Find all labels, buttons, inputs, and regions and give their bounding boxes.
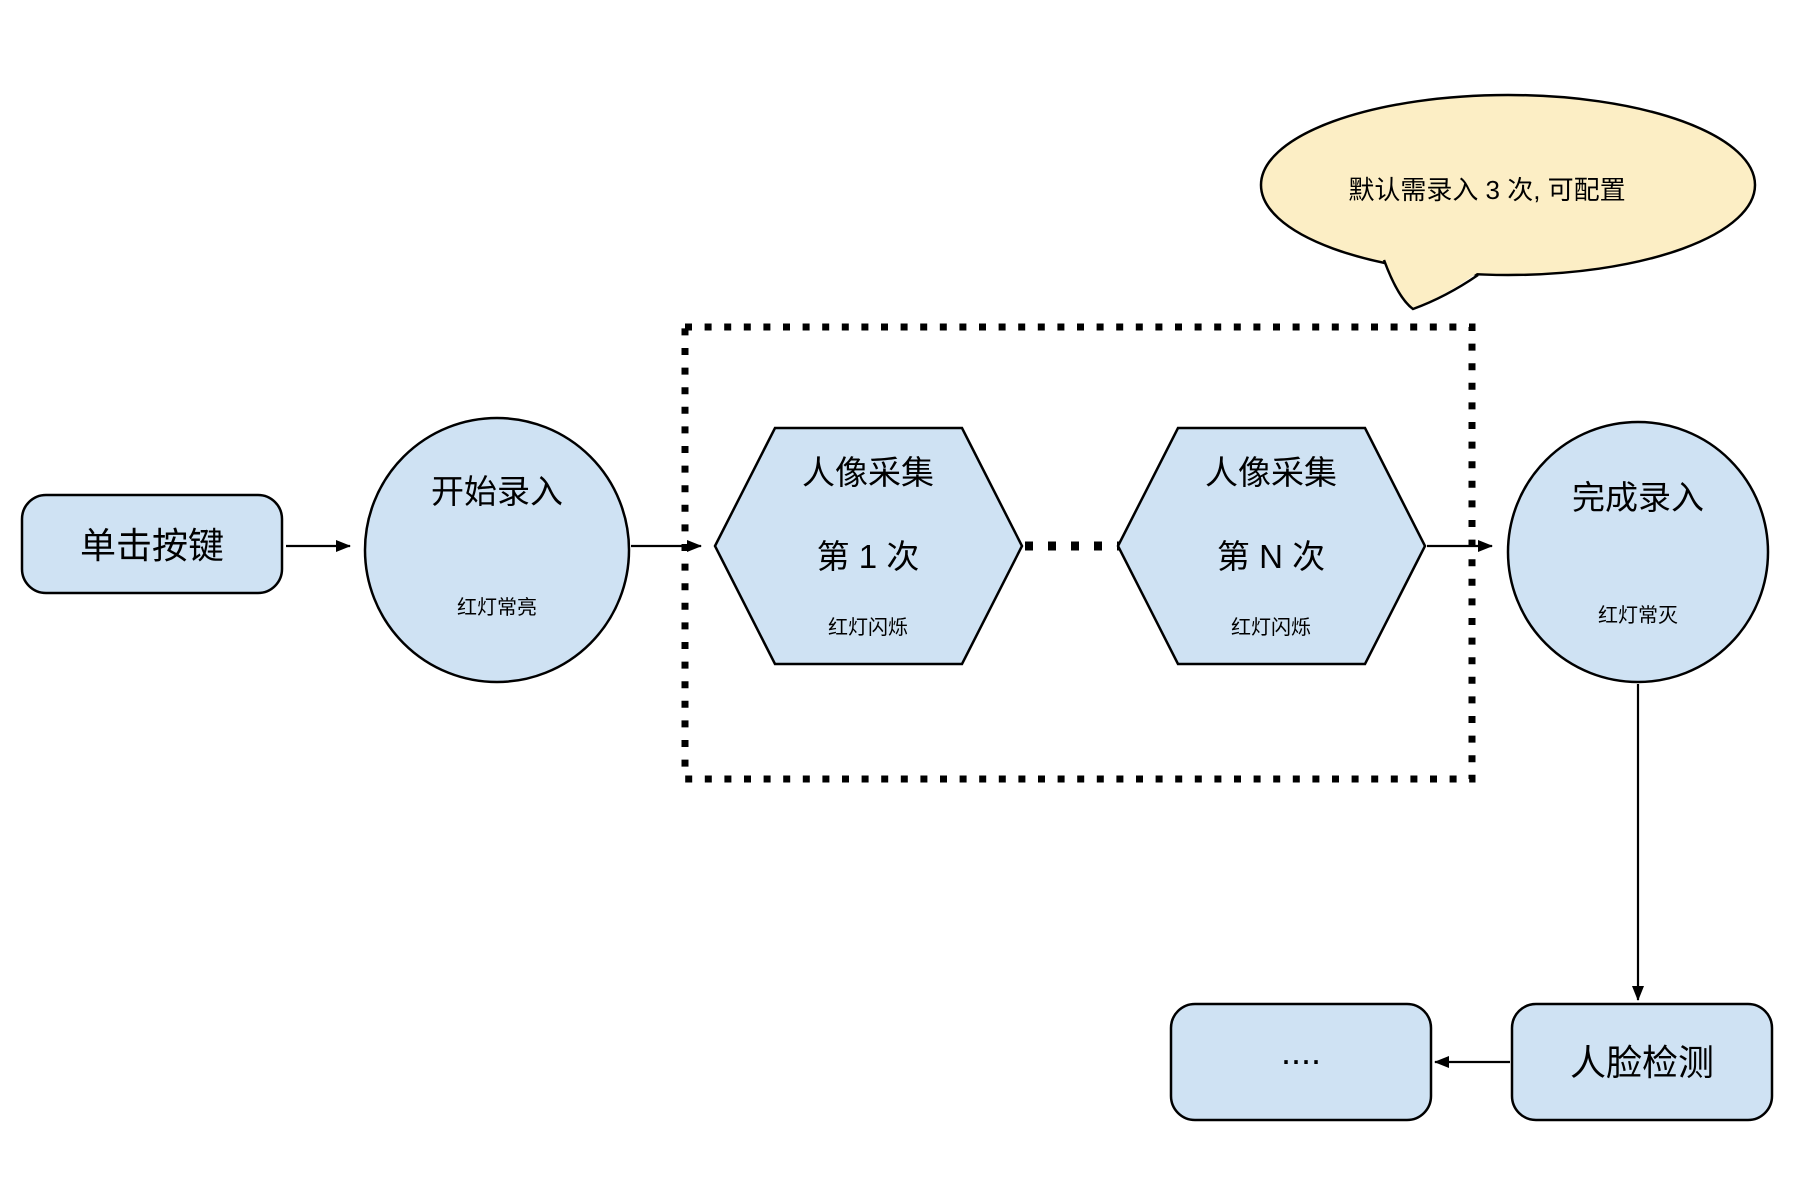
callout-bubble: 默认需录入 3 次, 可配置 (1259, 93, 1757, 311)
next-steps-label: .... (1281, 1031, 1321, 1072)
capture-n-shape (1116, 426, 1427, 666)
capture-n-node: 人像采集 第 N 次 红灯闪烁 (1116, 426, 1427, 666)
finish-sublabel: 红灯常灭 (1598, 604, 1678, 627)
finish-label: 完成录入 (1572, 479, 1704, 516)
start-label: 开始录入 (431, 473, 563, 510)
callout-tail-fill (1383, 238, 1477, 308)
capture-n-label-line2: 第 N 次 (1217, 538, 1325, 575)
face-detection-node: 人脸检测 (1510, 1002, 1774, 1122)
next-steps-shape (1169, 1002, 1433, 1122)
capture-loop-group-border (681, 323, 1476, 783)
capture-n-sublabel: 红灯闪烁 (1231, 616, 1311, 639)
face-detection-label: 人脸检测 (1570, 1042, 1714, 1083)
callout-text: 默认需录入 3 次, 可配置 (1348, 175, 1625, 205)
start-node: 开始录入 红灯常亮 (363, 416, 631, 684)
next-steps-node: .... (1169, 1002, 1433, 1122)
callout-bubble-ellipse (1259, 93, 1757, 277)
capture-1-node: 人像采集 第 1 次 红灯闪烁 (713, 426, 1024, 666)
face-detection-shape (1510, 1002, 1774, 1122)
click-button-node: 单击按键 (20, 493, 284, 595)
capture-1-label-line2: 第 1 次 (817, 538, 920, 575)
start-shape (363, 416, 631, 684)
capture-1-sublabel: 红灯闪烁 (828, 616, 908, 639)
start-sublabel: 红灯常亮 (457, 596, 537, 619)
click-button-shape (20, 493, 284, 595)
finish-node: 完成录入 红灯常灭 (1506, 420, 1770, 684)
capture-1-label-line1: 人像采集 (802, 454, 934, 491)
callout-tail (1382, 259, 1479, 311)
capture-n-label-line1: 人像采集 (1205, 454, 1337, 491)
finish-shape (1506, 420, 1770, 684)
capture-1-shape (713, 426, 1024, 666)
click-button-label: 单击按键 (80, 525, 224, 566)
